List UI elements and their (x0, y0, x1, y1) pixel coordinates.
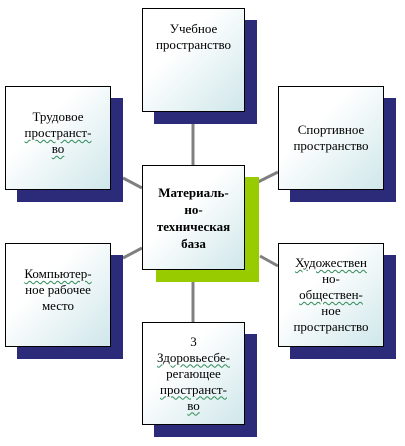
node-line: ное (321, 303, 341, 318)
node-line: пространст- (24, 125, 92, 140)
node-line: Трудовое (32, 109, 84, 124)
node-material-base: Материаль- но- техническая база (142, 165, 259, 282)
node-study-space: Учебное пространство (142, 8, 257, 124)
node-art-social-space: Художествен но- обществен- ное пространс… (278, 243, 396, 359)
connector-center-bottom-right (259, 254, 279, 268)
node-line: пространство (293, 319, 369, 334)
node-line: место (41, 298, 75, 313)
node-health-space: 3 Здоровьесбе- регающее пространст- во (142, 322, 257, 437)
node-computer-workplace: Компьютер- ное рабочее место (5, 243, 123, 359)
connector-center-top-right (257, 170, 279, 184)
node-box: Материаль- но- техническая база (142, 165, 245, 270)
node-line: Материаль- (158, 184, 229, 200)
node-box: Учебное пространство (142, 8, 245, 112)
node-line: Здоровьесбе- (157, 349, 230, 365)
node-line: пространство (155, 37, 232, 52)
node-line: но- (184, 201, 203, 217)
node-box: Трудовое пространст- во (5, 86, 111, 190)
connector-center-top-left (122, 176, 143, 190)
node-line: пространство (293, 138, 369, 153)
node-line: база (181, 235, 206, 251)
node-line: но- (322, 271, 340, 286)
node-box: 3 Здоровьесбе- регающее пространст- во (142, 322, 245, 425)
node-box: Компьютер- ное рабочее место (5, 243, 111, 347)
node-box: Спортивное пространство (278, 86, 384, 190)
node-line: Учебное (169, 21, 218, 36)
node-box: Художествен но- обществен- ное пространс… (278, 243, 384, 347)
node-line: 3 (190, 333, 197, 349)
node-line: во (187, 397, 200, 413)
node-line: обществен- (299, 287, 363, 302)
node-labor-space: Трудовое пространст- во (5, 86, 123, 202)
node-line: ное рабочее (25, 282, 91, 297)
node-line: Спортивное (297, 122, 365, 137)
node-line: пространст- (160, 381, 227, 397)
node-line: Компьютер- (24, 266, 92, 281)
node-line: во (51, 141, 65, 156)
node-sports-space: Спортивное пространство (278, 86, 396, 202)
node-line: техническая (156, 218, 231, 234)
node-line: регающее (166, 365, 221, 381)
node-line: Художествен (295, 255, 367, 270)
connector-center-bottom-left (122, 246, 143, 260)
